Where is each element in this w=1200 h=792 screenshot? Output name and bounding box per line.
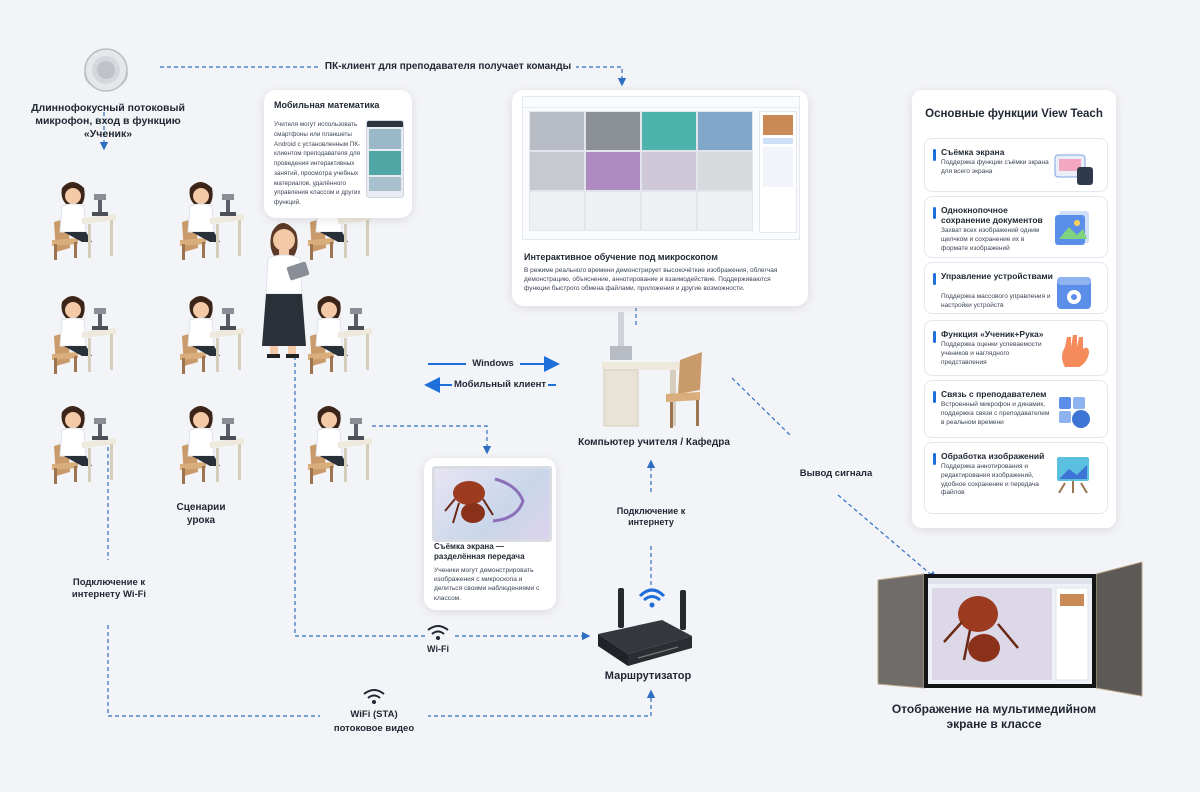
wifi-sta-label: WiFi (STA) <box>320 709 428 721</box>
feature-desc: Встроенный микрофон и динамик, поддержка… <box>941 401 1050 426</box>
teacher-link-icon <box>1051 391 1097 431</box>
tablet-line <box>294 300 425 637</box>
feature-title: Управление устройствами <box>941 271 1053 281</box>
feature-accent-bar <box>933 273 936 285</box>
windows-label: Windows <box>472 358 514 369</box>
mic-label: Длиннофокусный потоковый микрофон, вход … <box>31 102 185 141</box>
student-desk <box>48 292 120 376</box>
top-link-label: ПК-клиент для преподавателя получает ком… <box>320 61 576 74</box>
screen-capture-card: Съёмка экрана — разделённая передача Уче… <box>424 458 556 610</box>
micro-thumbnail[interactable] <box>529 151 585 191</box>
sta-line <box>420 689 656 717</box>
micro-thumbnail[interactable] <box>585 151 641 191</box>
feature-title: Связь с преподавателем <box>941 389 1047 399</box>
wifi-icon <box>426 624 450 642</box>
feature-desc: Поддержка массового управления и настрой… <box>941 293 1051 309</box>
router-illustration <box>588 578 698 668</box>
micro-thumbnail[interactable] <box>641 151 697 191</box>
image-save-icon <box>1051 207 1097 247</box>
feature-title: Обработка изображений <box>941 451 1045 461</box>
mobile-card-body: Учителя могут использовать смартфоны или… <box>274 121 361 206</box>
student-desk <box>176 292 248 376</box>
teacher-pc-label: Компьютер учителя / Кафедра <box>578 437 730 448</box>
feature-accent-bar <box>933 149 936 161</box>
feature-accent-bar <box>933 331 936 343</box>
microphone-icon <box>80 44 132 96</box>
microscope-image <box>432 466 552 542</box>
micro-thumbnail[interactable] <box>529 191 585 231</box>
side-panel <box>759 111 797 233</box>
micro-thumbnail[interactable] <box>641 191 697 231</box>
mobile-card-title: Мобильная математика <box>274 100 380 110</box>
student-desk <box>176 178 248 262</box>
micro-thumbnail[interactable] <box>585 111 641 151</box>
student-desk <box>48 402 120 486</box>
display-label: Отображение на мультимедийном экране в к… <box>891 702 1097 731</box>
image-edit-icon <box>1051 453 1097 494</box>
mobile-math-card: Мобильная математика Учителя могут испол… <box>264 90 412 218</box>
feature-desc: Поддержка функции съёмки экрана для всег… <box>941 159 1049 175</box>
microscope-card: Интерактивное обучение под микроскопом В… <box>512 90 808 306</box>
signal-label: Вывод сигнала <box>799 468 873 479</box>
pc-command-line <box>575 66 627 87</box>
router-label: Маршрутизатор <box>604 670 692 682</box>
student-desk <box>176 402 248 486</box>
feature-accent-bar <box>933 453 936 465</box>
micro-thumbnail[interactable] <box>585 191 641 231</box>
micro-thumbnail[interactable] <box>641 111 697 151</box>
multimedia-display <box>874 560 1146 698</box>
phone-screen <box>366 120 404 198</box>
screen-capture-icon <box>1051 149 1097 189</box>
student-desk <box>48 178 120 262</box>
feature-accent-bar <box>933 391 936 403</box>
signal-line-a <box>731 377 791 436</box>
teacher-pc-illustration <box>596 312 714 430</box>
student-desk <box>304 402 376 486</box>
wifi-left-bottom-line <box>107 625 358 717</box>
feature-desc: Поддержка оценки успеваемости учеников и… <box>941 341 1042 366</box>
micro-thumbnail[interactable] <box>529 111 585 151</box>
micro-thumbnail[interactable] <box>697 111 753 151</box>
features-title: Основные функции View Teach <box>925 108 1103 120</box>
teacher-figure <box>248 212 318 360</box>
mobile-client-label: Мобильный клиент <box>453 379 547 390</box>
wifi-sta-sublabel: потоковое видео <box>333 723 415 734</box>
student-desk <box>304 292 376 376</box>
internet-link-label: Подключение к интернету <box>606 506 696 529</box>
software-screenshot <box>522 96 800 240</box>
wifi-sta-icon <box>362 688 386 706</box>
raise-hand-icon <box>1051 331 1097 371</box>
feature-desc: Поддержка аннотирования и редактирования… <box>941 463 1039 497</box>
lesson-label: Сценарии урока <box>176 502 226 526</box>
device-settings-icon <box>1051 273 1097 313</box>
image-grid <box>529 111 753 231</box>
wifi-mid-label: Wi-Fi <box>427 644 449 654</box>
screen-card-title: Съёмка экрана — разделённая передача <box>434 542 525 561</box>
signal-line-b <box>837 494 937 580</box>
feature-title: Однокнопочное сохранение документов <box>941 205 1043 226</box>
screen-card-body: Ученики могут демонстрировать изображени… <box>434 567 540 602</box>
feature-accent-bar <box>933 207 936 219</box>
micro-thumbnail[interactable] <box>697 191 753 231</box>
student-screen-line <box>372 425 492 455</box>
feature-title: Функция «Ученик+Рука» <box>941 329 1044 339</box>
feature-item[interactable]: Функция «Ученик+Рука» Поддержка оценки ус… <box>924 320 1108 376</box>
wifi-left-label: Подключение к интернету Wi-Fi <box>64 577 154 601</box>
micro-thumbnail[interactable] <box>697 151 753 191</box>
microscope-card-body: В режиме реального времени демонстрирует… <box>524 267 778 293</box>
microscope-card-title: Интерактивное обучение под микроскопом <box>524 252 718 262</box>
feature-title: Съёмка экрана <box>941 147 1005 157</box>
feature-desc: Захват всех изображений одним щелчком и … <box>941 227 1040 252</box>
